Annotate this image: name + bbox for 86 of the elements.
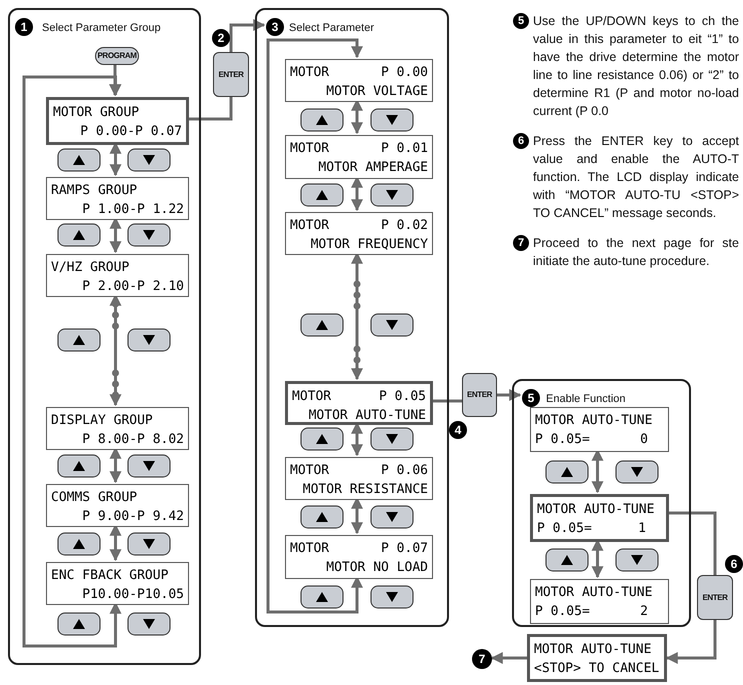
connector-arrow [490,652,527,664]
lcd-display [46,177,189,220]
display-text: MOTOR [290,217,330,235]
display-text: MOTOR GROUP [53,104,140,122]
connector-arrow [497,389,522,401]
lcd-display [285,535,433,579]
display-text: COMMS GROUP [51,489,138,507]
lcd-display [46,97,189,145]
display-text: 2 [640,603,648,621]
display-text: MOTOR AUTO-TUNE [308,407,426,425]
lcd-display [527,634,667,682]
step-panel [8,8,201,665]
display-text: MOTOR AUTO-TUNE [535,584,652,602]
display-text: MOTOR [290,140,330,158]
display-text: MOTOR AUTO-TUNE [534,641,652,659]
step-number: 4 [449,421,467,439]
lcd-display [46,562,189,605]
instruction-paragraph: Press the ENTER key to accept value and enable the AUTO-T function. The LCD display indicate with “MOTOR AUTO-TU <STOP> TO CANCEL” message seconds. [533,133,739,222]
step-number: 1 [15,18,33,36]
display-text: P 0.05 [379,388,426,406]
display-text: P 1.00-P 1.22 [82,201,184,219]
display-text: MOTOR FREQUENCY [310,236,428,254]
lcd-display [530,494,669,542]
step-number: 5 [513,13,529,29]
lcd-display [285,135,433,179]
connector-arrow [230,19,266,52]
display-text: ENC FBACK GROUP [51,567,168,585]
display-text: P 0.00-P 0.07 [80,123,182,141]
step-number: 3 [266,18,284,36]
display-text: <STOP> TO CANCEL [534,660,660,678]
lcd-display [285,59,433,102]
display-text: P 0.01 [381,140,428,158]
display-text: MOTOR AUTO-TUNE [535,412,652,430]
display-text: P10.00-P10.05 [82,586,184,604]
step-number: 5 [522,389,540,407]
display-text: P 0.02 [381,217,428,235]
key-button: ENTER [213,52,249,97]
display-text: MOTOR [290,540,330,558]
display-text: MOTOR NO LOAD [326,559,428,577]
display-text: MOTOR [290,64,330,82]
display-text: P 0.05= [535,431,590,449]
panel-heading: Enable Function [546,392,626,407]
display-text: MOTOR RESISTANCE [302,481,428,499]
lcd-display [285,457,433,500]
step-panel [255,8,449,627]
lcd-display [530,407,669,452]
display-text: RAMPS GROUP [51,182,138,200]
connector-arrow [666,620,716,664]
step-number: 7 [472,649,492,669]
display-text: 1 [638,520,646,538]
display-text: P 8.00-P 8.02 [82,431,184,449]
display-text: V/HZ GROUP [51,259,130,277]
display-text: DISPLAY GROUP [51,412,153,430]
display-text: MOTOR AUTO-TUNE [537,501,654,519]
panel-heading: Select Parameter Group [42,21,161,36]
panel-heading: Select Parameter [289,21,374,36]
step-number: 7 [513,235,529,251]
lcd-display [530,579,669,624]
connector-arrow [266,38,363,614]
display-text: P 0.00 [381,64,428,82]
display-text: P 0.07 [381,540,428,558]
key-button: ENTER [462,373,497,417]
display-text: P 0.05= [535,603,590,621]
display-text: MOTOR [290,462,330,480]
lcd-display [46,407,189,450]
lcd-display [285,212,433,255]
display-text: MOTOR AMPERAGE [318,159,428,177]
step-number: 6 [513,133,529,149]
display-text: P 0.05= [537,520,592,538]
display-text: P 9.00-P 9.42 [82,508,184,526]
connector-arrow [22,76,122,648]
display-text: 0 [640,431,648,449]
step-number: 2 [212,29,230,47]
instruction-paragraph: Proceed to the next page for ste initiate the auto-tune procedure. [533,235,739,270]
display-text: MOTOR VOLTAGE [326,83,428,101]
key-button: PROGRAM [95,47,139,65]
key-button: ENTER [697,575,733,620]
instruction-paragraph: Use the UP/DOWN keys to ch the value in this parameter to eit “1” to have the drive determine the motor line to line resistance 0.06) or “2” to determine R1 (P and motor no-load current (P 0.0 [533,13,739,120]
step-number: 6 [725,555,743,573]
display-text: P 2.00-P 2.10 [82,278,184,296]
step-panel [512,379,691,627]
lcd-display [46,484,189,527]
display-text: P 0.06 [381,462,428,480]
lcd-display [285,381,433,425]
lcd-display [46,254,189,297]
display-text: MOTOR [292,388,332,406]
